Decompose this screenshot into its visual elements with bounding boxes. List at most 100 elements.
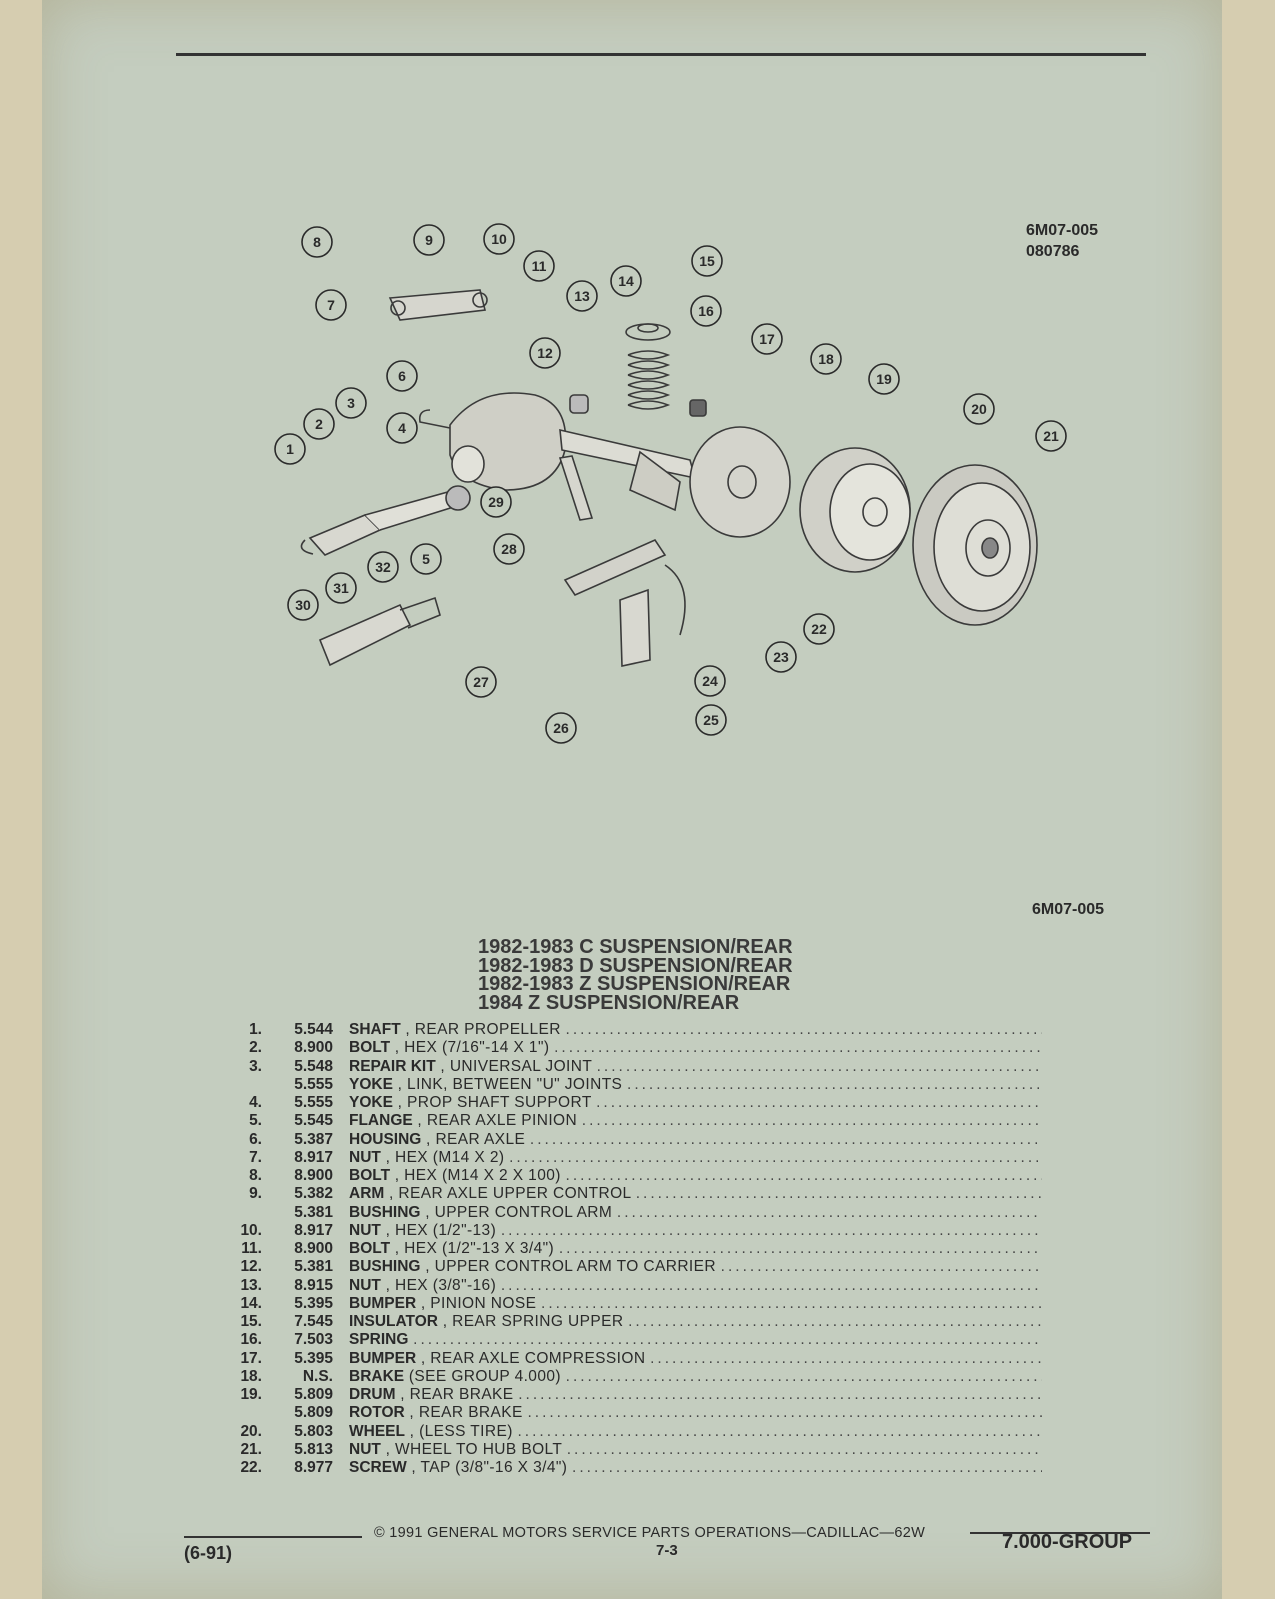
callout-circle bbox=[529, 337, 561, 369]
part-name: NUT bbox=[349, 1221, 381, 1239]
callout-label: 25 bbox=[703, 712, 719, 728]
part-description: BUMPER , PINION NOSE ...................… bbox=[349, 1295, 1042, 1313]
part-group: 5.803 bbox=[294, 1422, 333, 1440]
leader-dots: ........................................… bbox=[558, 1240, 1042, 1258]
part-detail: , HEX (7/16"-14 X 1") bbox=[390, 1039, 555, 1057]
callout-circle bbox=[963, 393, 995, 425]
callout-label: 15 bbox=[699, 253, 715, 269]
part-number: 12. bbox=[240, 1258, 262, 1276]
part-description: BUSHING , UPPER CONTROL ARM ............… bbox=[349, 1204, 1042, 1222]
callout-label: 13 bbox=[574, 288, 590, 304]
leader-dots: ........................................… bbox=[518, 1386, 1042, 1404]
callout-label: 27 bbox=[473, 674, 489, 690]
callout-label: 31 bbox=[333, 580, 349, 596]
part-description: BOLT , HEX (1/2"-13 X 3/4") ............… bbox=[349, 1240, 1042, 1258]
part-group: 8.900 bbox=[294, 1240, 333, 1258]
callout-circle bbox=[803, 613, 835, 645]
leader-dots: ........................................… bbox=[517, 1422, 1043, 1440]
part-description: NUT , WHEEL TO HUB BOLT ................… bbox=[349, 1441, 1042, 1459]
part-description: YOKE , LINK, BETWEEN "U" JOINTS ........… bbox=[349, 1076, 1042, 1094]
callout-label: 3 bbox=[347, 395, 355, 411]
parts-drawing bbox=[300, 289, 1038, 667]
part-row: 18.N.S.BRAKE (SEE GROUP 4.000) .........… bbox=[232, 1368, 1042, 1386]
part-name: BRAKE bbox=[349, 1367, 405, 1385]
leader-dots: ........................................… bbox=[500, 1221, 1042, 1239]
part-number: 17. bbox=[240, 1349, 262, 1367]
part-description: FLANGE , REAR AXLE PINION ..............… bbox=[349, 1112, 1042, 1130]
callout-circle bbox=[610, 265, 642, 297]
figure-code: 6M07-005 bbox=[1032, 901, 1105, 918]
part-name: BUMPER bbox=[349, 1294, 417, 1312]
part-group: 5.381 bbox=[294, 1258, 333, 1276]
part-group: 5.555 bbox=[294, 1094, 333, 1112]
part-group: 5.381 bbox=[294, 1203, 333, 1221]
part-group: 8.900 bbox=[294, 1167, 333, 1185]
callout-circle bbox=[695, 704, 727, 736]
leader-dots: ........................................… bbox=[554, 1039, 1042, 1057]
group-number: 7.000-GROUP bbox=[1002, 1531, 1133, 1553]
part-name: SPRING bbox=[349, 1331, 409, 1349]
callout-circle bbox=[410, 543, 442, 575]
part-name: NUT bbox=[349, 1440, 381, 1458]
illustration-code: 6M07-005 bbox=[1026, 222, 1099, 239]
callout-label: 14 bbox=[618, 273, 634, 289]
part-description: NUT , HEX (3/8"-16) ....................… bbox=[349, 1277, 1042, 1295]
part-detail: , HEX (1/2"-13 X 3/4") bbox=[390, 1240, 559, 1258]
part-group: 5.813 bbox=[294, 1440, 333, 1458]
callout-label: 26 bbox=[553, 720, 569, 736]
callout-circle bbox=[386, 412, 418, 444]
callout-label: 4 bbox=[398, 420, 406, 436]
part-detail: , TAP (3/8"-16 X 3/4") bbox=[406, 1459, 573, 1477]
callout-label: 18 bbox=[818, 351, 834, 367]
callout-circle bbox=[751, 323, 783, 355]
part-number: 15. bbox=[240, 1313, 262, 1331]
part-detail: , UPPER CONTROL ARM bbox=[420, 1203, 617, 1221]
part-name: YOKE bbox=[349, 1094, 393, 1112]
part-description: BUMPER , REAR AXLE COMPRESSION .........… bbox=[349, 1350, 1042, 1368]
callout-circle bbox=[315, 289, 347, 321]
leader-dots: ........................................… bbox=[509, 1148, 1042, 1166]
callout-label: 32 bbox=[375, 559, 391, 575]
part-number: 4. bbox=[249, 1094, 262, 1112]
part-description: BOLT , HEX (7/16"-14 X 1") .............… bbox=[349, 1039, 1042, 1057]
part-detail: , (LESS TIRE) bbox=[404, 1422, 518, 1440]
part-number: 2. bbox=[249, 1039, 262, 1057]
footer-rule-left bbox=[184, 1536, 362, 1538]
callout-circle bbox=[493, 533, 525, 565]
part-description: SPRING .................................… bbox=[349, 1331, 1042, 1349]
callout-circle bbox=[1035, 420, 1067, 452]
part-name: NUT bbox=[349, 1148, 381, 1166]
part-group: 8.917 bbox=[294, 1221, 333, 1239]
leader-dots: ........................................… bbox=[650, 1349, 1042, 1367]
part-group: 5.395 bbox=[294, 1294, 333, 1312]
illustration-date-code: 080786 bbox=[1026, 243, 1080, 260]
callout-label: 2 bbox=[315, 416, 323, 432]
part-group: 5.387 bbox=[294, 1130, 333, 1148]
part-description: WHEEL , (LESS TIRE) ....................… bbox=[349, 1423, 1042, 1441]
leader-dots: ........................................… bbox=[413, 1331, 1042, 1349]
part-number: 10. bbox=[240, 1221, 262, 1239]
callout-circle bbox=[386, 360, 418, 392]
callout-circle bbox=[868, 363, 900, 395]
callout-circle bbox=[335, 387, 367, 419]
leader-dots: ........................................… bbox=[566, 1440, 1042, 1458]
part-name: SHAFT bbox=[349, 1021, 401, 1039]
part-number: 16. bbox=[240, 1331, 262, 1349]
